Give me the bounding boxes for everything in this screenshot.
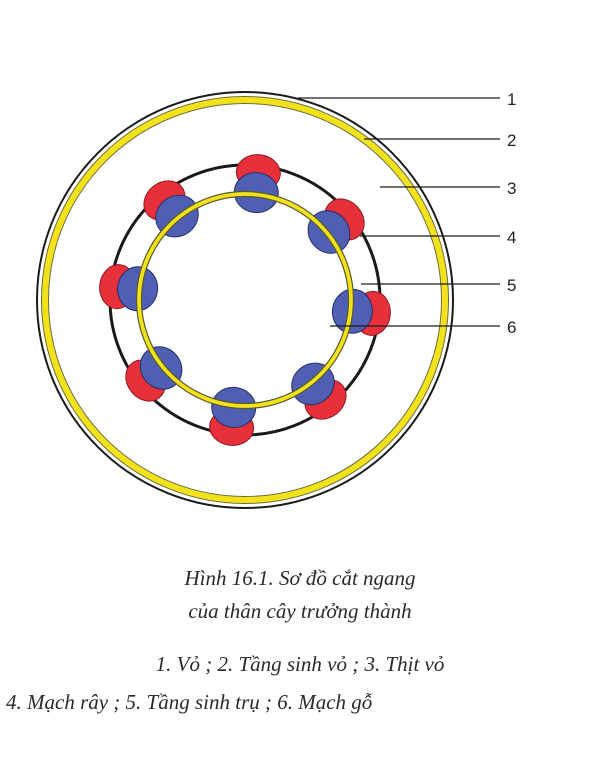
stem-cross-section-diagram: 1 2 3 4 5 6 — [36, 90, 516, 509]
bark-outer-ring — [36, 91, 454, 509]
figure-caption-title: Hình 16.1. Sơ đồ cắt ngang — [184, 566, 416, 590]
label-3: 3 — [507, 179, 516, 198]
vascular-bundle — [331, 288, 391, 336]
cork-cambium-ring — [42, 97, 448, 503]
vascular-cambium-ring — [137, 192, 353, 408]
vascular-bundle — [233, 154, 281, 214]
legend-line-1: 1. Vỏ ; 2. Tầng sinh vỏ ; 3. Thịt vỏ — [155, 652, 445, 676]
vascular-cambium-edge-outer — [135, 190, 355, 410]
label-1: 1 — [507, 90, 516, 109]
vascular-cambium-edge-inner — [140, 195, 350, 405]
vascular-bundle — [99, 264, 159, 312]
label-2: 2 — [507, 131, 516, 150]
legend-line-2: 4. Mạch rây ; 5. Tầng sinh trụ ; 6. Mạch… — [6, 690, 373, 714]
cork-cambium-edge-inner — [48, 103, 442, 497]
figure-caption-subtitle: của thân cây trưởng thành — [188, 599, 412, 623]
vascular-bundle — [209, 386, 257, 446]
label-5: 5 — [507, 276, 516, 295]
label-4: 4 — [507, 228, 516, 247]
cork-cambium-edge-outer — [41, 96, 449, 504]
label-6: 6 — [507, 318, 516, 337]
